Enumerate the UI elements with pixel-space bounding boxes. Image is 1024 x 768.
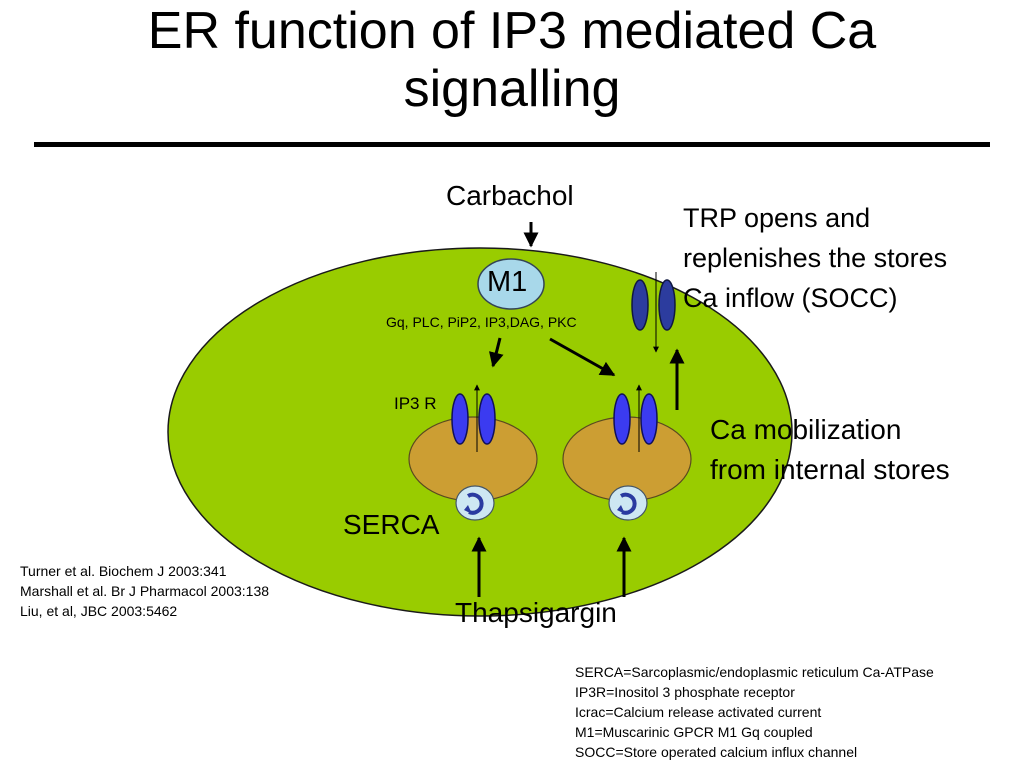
- serca-pump-right: [608, 485, 648, 521]
- trp-note-line-2: replenishes the stores: [683, 243, 948, 273]
- abbreviation-definitions: SERCA=Sarcoplasmic/endoplasmic reticulum…: [575, 662, 934, 762]
- definition-item: M1=Muscarinic GPCR M1 Gq coupled: [575, 724, 813, 740]
- ip3r-channel-right: [613, 384, 658, 452]
- slide-title-line-2: signalling: [403, 60, 621, 118]
- definition-item: SOCC=Store operated calcium influx chann…: [575, 744, 858, 760]
- serca-pump-left: [455, 485, 495, 521]
- title-underline: [34, 142, 990, 147]
- definition-item: SERCA=Sarcoplasmic/endoplasmic reticulum…: [575, 664, 934, 680]
- trp-note-line-3: Ca inflow (SOCC): [683, 283, 898, 313]
- reference-item: Marshall et al. Br J Pharmacol 2003:138: [20, 583, 270, 599]
- pathway-label: Gq, PLC, PiP2, IP3,DAG, PKC: [386, 314, 577, 330]
- pathway-arrow-right: [549, 337, 616, 377]
- mobilization-note-line-1: Ca mobilization: [710, 414, 902, 445]
- carbachol-label: Carbachol: [446, 180, 574, 211]
- ip3r-label: IP3 R: [394, 394, 437, 413]
- trp-channel: [631, 272, 676, 353]
- reference-item: Liu, et al, JBC 2003:5462: [20, 603, 178, 619]
- mobilization-note: Ca mobilization from internal stores: [710, 410, 950, 490]
- references: Turner et al. Biochem J 2003:341 Marshal…: [20, 561, 269, 621]
- trp-note-line-1: TRP opens and: [683, 203, 871, 233]
- trp-note: TRP opens and replenishes the stores Ca …: [683, 198, 947, 318]
- reference-item: Turner et al. Biochem J 2003:341: [20, 563, 227, 579]
- ip3r-channel-left: [451, 384, 496, 452]
- serca-label: SERCA: [343, 509, 440, 540]
- slide-title-line-1: ER function of IP3 mediated Ca: [147, 2, 877, 60]
- pathway-arrow-left: [488, 337, 504, 368]
- mobilization-note-line-2: from internal stores: [710, 454, 950, 485]
- thapsigargin-label: Thapsigargin: [455, 597, 617, 628]
- slide-title: ER function of IP3 mediated Ca signallin…: [0, 2, 1024, 118]
- definition-item: Icrac=Calcium release activated current: [575, 704, 822, 720]
- m1-receptor: [477, 258, 545, 310]
- m1-label: M1: [487, 266, 528, 298]
- definition-item: IP3R=Inositol 3 phosphate receptor: [575, 684, 795, 700]
